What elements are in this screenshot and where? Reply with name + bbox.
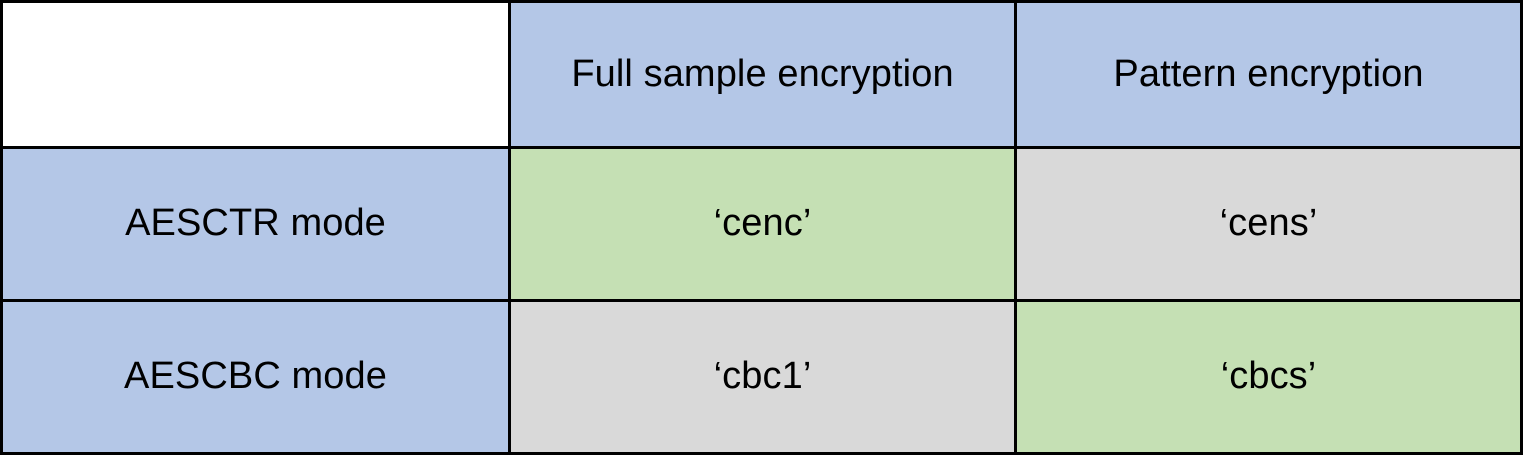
column-header-full-sample-encryption: Full sample encryption [508, 0, 1017, 149]
header-row: Full sample encryption Pattern encryptio… [0, 0, 1523, 149]
corner-cell [0, 0, 511, 149]
column-header-pattern-encryption: Pattern encryption [1014, 0, 1523, 149]
row-label-aescbc-mode: AESCBC mode [0, 299, 511, 455]
cell-aesctr-pattern: ‘cens’ [1014, 146, 1523, 302]
cell-aesctr-full-sample: ‘cenc’ [508, 146, 1017, 302]
cell-aescbc-full-sample: ‘cbc1’ [508, 299, 1017, 455]
row-label-aesctr-mode: AESCTR mode [0, 146, 511, 302]
table-row: AESCTR mode ‘cenc’ ‘cens’ [0, 146, 1523, 302]
cell-aescbc-pattern: ‘cbcs’ [1014, 299, 1523, 455]
table-row: AESCBC mode ‘cbc1’ ‘cbcs’ [0, 299, 1523, 455]
